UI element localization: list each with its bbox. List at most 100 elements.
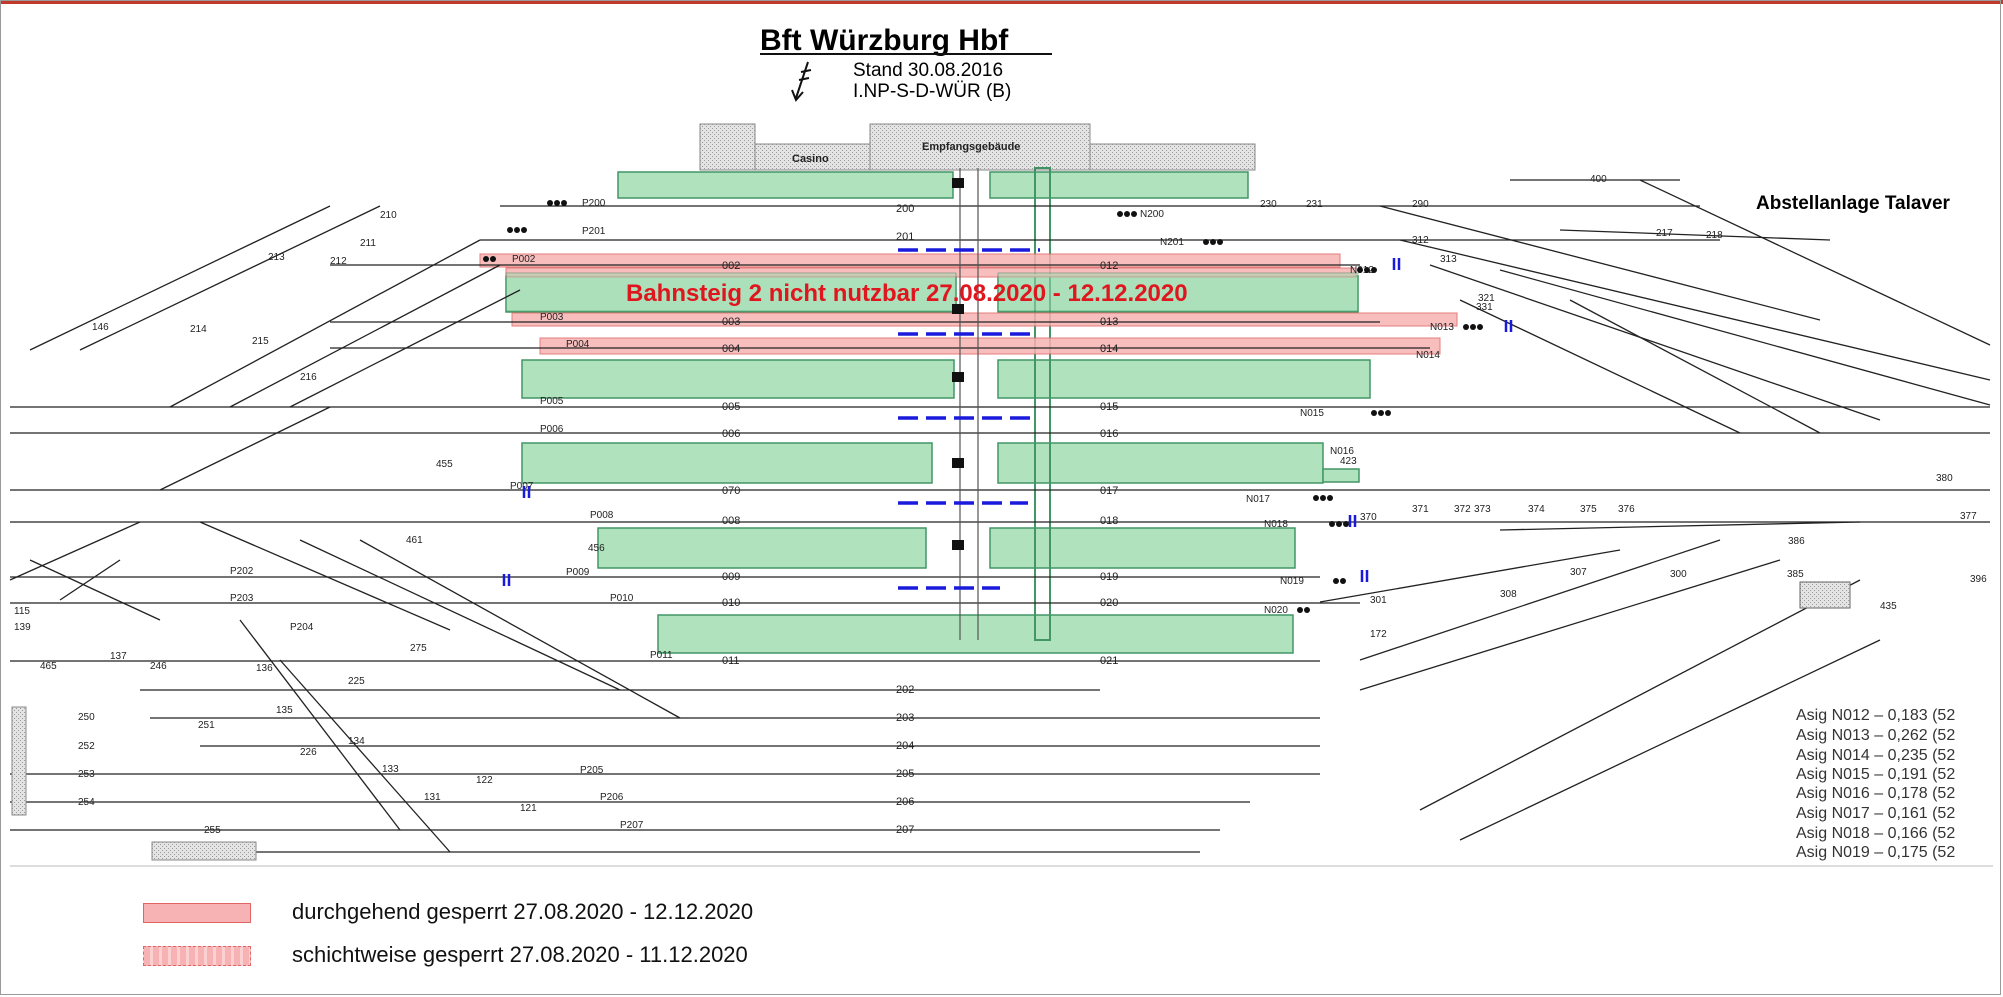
svg-text:003: 003 [722, 316, 740, 328]
svg-text:290: 290 [1412, 199, 1429, 210]
svg-text:009: 009 [722, 571, 740, 583]
svg-text:Asig N013 – 0,262 (52: Asig N013 – 0,262 (52 [1796, 727, 1955, 744]
svg-text:122: 122 [476, 775, 493, 786]
svg-text:013: 013 [1100, 316, 1118, 328]
svg-text:300: 300 [1670, 569, 1687, 580]
legend-swatch-full-closure [143, 903, 251, 923]
track-labels-right: 012 013 014 015 016 017 018 019 020 021 [1100, 260, 1118, 667]
closure-notice: Bahnsteig 2 nicht nutzbar 27.08.2020 - 1… [626, 280, 1188, 307]
platform-6-left [597, 527, 927, 569]
svg-text:172: 172 [1370, 629, 1387, 640]
platform-1-left [617, 171, 954, 199]
stand-date: Stand 30.08.2016 [853, 60, 1003, 81]
svg-text:P010: P010 [610, 593, 634, 604]
building-empfang-center [869, 123, 1091, 171]
closed-track-004 [539, 337, 1441, 355]
svg-text:307: 307 [1570, 567, 1587, 578]
svg-text:014: 014 [1100, 343, 1118, 355]
svg-text:P202: P202 [230, 566, 254, 577]
svg-text:N016: N016 [1330, 446, 1354, 457]
svg-text:P203: P203 [230, 593, 254, 604]
svg-text:225: 225 [348, 676, 365, 687]
dept-code: I.NP-S-D-WÜR (B) [853, 81, 1011, 102]
platform-5-tail [1322, 468, 1360, 483]
svg-text:216: 216 [300, 372, 317, 383]
svg-text:P007: P007 [510, 481, 534, 492]
svg-text:370: 370 [1360, 512, 1377, 523]
svg-text:201: 201 [896, 231, 914, 243]
svg-text:017: 017 [1100, 485, 1118, 497]
svg-text:010: 010 [722, 597, 740, 609]
svg-text:121: 121 [520, 803, 537, 814]
building-left-annex [699, 123, 756, 171]
svg-text:P200: P200 [582, 198, 606, 209]
svg-text:275: 275 [410, 643, 427, 654]
svg-text:217: 217 [1656, 228, 1673, 239]
svg-text:423: 423 [1340, 456, 1357, 467]
platform-1-right [989, 171, 1249, 199]
svg-text:016: 016 [1100, 428, 1118, 440]
svg-text:461: 461 [406, 535, 423, 546]
svg-text:P205: P205 [580, 765, 604, 776]
closed-track-003 [511, 312, 1458, 327]
svg-text:115: 115 [14, 606, 30, 617]
blue-dash-markers [898, 248, 1040, 590]
platform-4-right [997, 359, 1371, 399]
svg-text:N020: N020 [1264, 605, 1288, 616]
svg-text:206: 206 [896, 796, 914, 808]
svg-text:P204: P204 [290, 622, 314, 633]
platform-4-left [521, 359, 955, 399]
svg-text:396: 396 [1970, 574, 1987, 585]
svg-text:214: 214 [190, 324, 207, 335]
svg-text:372: 372 [1454, 504, 1471, 515]
svg-text:N018: N018 [1264, 519, 1288, 530]
svg-text:N201: N201 [1160, 237, 1184, 248]
svg-text:253: 253 [78, 769, 95, 780]
svg-text:465: 465 [40, 661, 57, 672]
svg-text:N014: N014 [1416, 350, 1440, 361]
svg-text:133: 133 [382, 764, 399, 775]
svg-text:308: 308 [1500, 589, 1517, 600]
hatched-block-right [1799, 581, 1851, 609]
hatched-block-left [11, 706, 27, 816]
platforms [505, 167, 1371, 654]
svg-text:P006: P006 [540, 424, 564, 435]
svg-text:Asig N016 – 0,178 (52: Asig N016 – 0,178 (52 [1796, 785, 1955, 802]
platform-6-right [989, 527, 1296, 569]
track-diagram: Bft Würzburg Hbf Stand 30.08.2016 I.NP-S… [9, 24, 1993, 867]
svg-text:Asig N012 – 0,183 (52: Asig N012 – 0,183 (52 [1796, 707, 1955, 724]
svg-text:204: 204 [896, 740, 914, 752]
legend-shift-closure: schichtweise gesperrt 27.08.2020 - 11.12… [292, 942, 748, 967]
platform-5-right [997, 442, 1324, 484]
svg-text:N015: N015 [1300, 408, 1324, 419]
svg-text:321: 321 [1478, 293, 1495, 304]
svg-text:137: 137 [110, 651, 127, 662]
svg-text:212: 212 [330, 256, 347, 267]
svg-text:P011: P011 [650, 650, 673, 661]
svg-text:331: 331 [1476, 302, 1493, 313]
svg-text:376: 376 [1618, 504, 1635, 515]
svg-text:002: 002 [722, 260, 740, 272]
svg-text:N017: N017 [1246, 494, 1270, 505]
svg-text:070: 070 [722, 485, 740, 497]
svg-text:Asig N019 – 0,175 (52: Asig N019 – 0,175 (52 [1796, 844, 1955, 861]
closed-platform-2-right [997, 272, 1359, 312]
svg-text:Asig N018 – 0,166 (52: Asig N018 – 0,166 (52 [1796, 825, 1955, 842]
svg-text:P201: P201 [582, 226, 606, 237]
svg-text:210: 210 [380, 210, 397, 221]
svg-text:386: 386 [1788, 536, 1805, 547]
svg-text:P207: P207 [620, 820, 644, 831]
svg-text:456: 456 [588, 543, 605, 554]
svg-text:377: 377 [1960, 511, 1977, 522]
svg-text:139: 139 [14, 622, 31, 633]
tracks [9, 179, 1991, 853]
svg-text:375: 375 [1580, 504, 1597, 515]
svg-text:004: 004 [722, 343, 740, 355]
closed-track-002 [479, 253, 1341, 268]
underpass [1034, 167, 1051, 641]
svg-text:207: 207 [896, 824, 914, 836]
svg-text:015: 015 [1100, 401, 1118, 413]
svg-text:313: 313 [1440, 254, 1457, 265]
svg-text:435: 435 [1880, 601, 1897, 612]
svg-text:018: 018 [1100, 515, 1118, 527]
